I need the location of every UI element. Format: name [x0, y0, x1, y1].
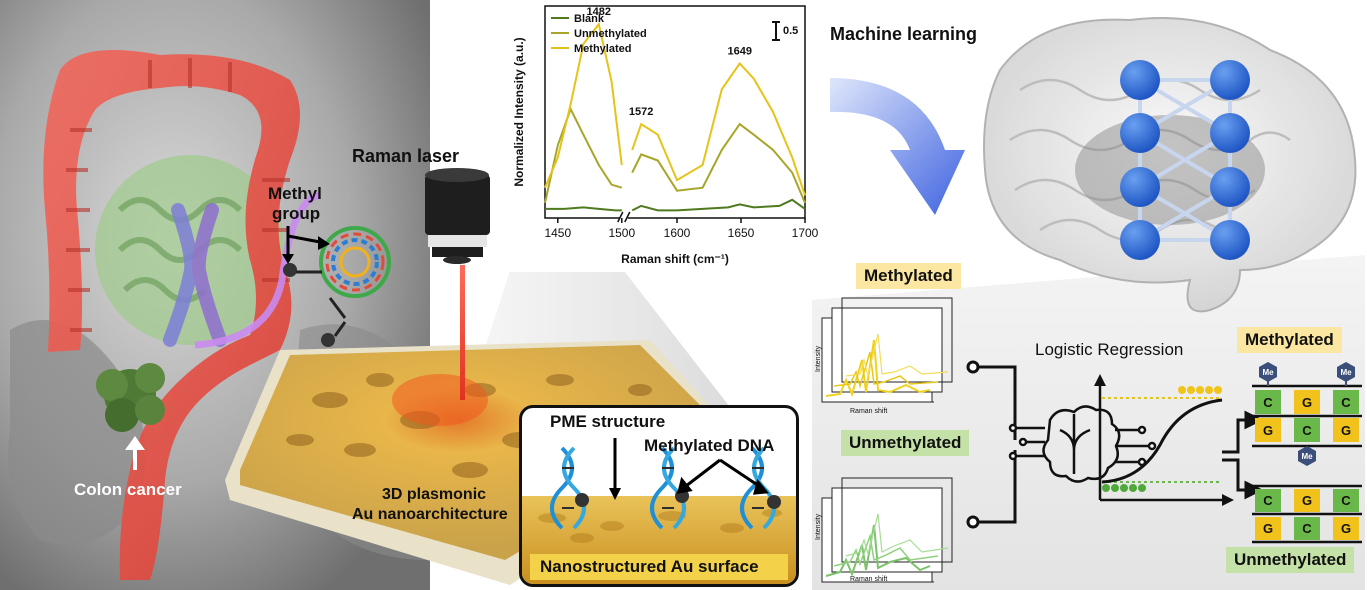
- axis-break-gap: [619, 212, 628, 224]
- methyl-group-label-line2: group: [272, 204, 321, 223]
- gold-slab: [240, 345, 725, 560]
- axis-break-mark: [617, 211, 624, 223]
- pme-inset-graphic: [522, 438, 796, 584]
- pme-arrow: [609, 438, 621, 500]
- y-axis-label: Normalized Intensity (a.u.): [512, 37, 526, 186]
- raman-spectrum-chart: 1450 1500 1600 1650 1700 1482 1572 1649 BlankUnm…: [505, 0, 830, 272]
- plasmonic-label-line1: 3D plasmonic: [382, 486, 487, 503]
- legend-entry: Unmethylated: [574, 28, 647, 40]
- u-base-bottom-1: G: [1263, 521, 1273, 536]
- ml-grey-panel: [812, 255, 1365, 590]
- methylated-tag-left: Methylated: [856, 263, 961, 289]
- u-base-bottom-3: G: [1341, 521, 1351, 536]
- series-line-unmethylated: [631, 122, 806, 204]
- ml-curved-arrow: [830, 78, 965, 215]
- x-tick-label: 1450: [544, 226, 571, 240]
- colon-cancer-arrow: [125, 436, 145, 470]
- machine-learning-panel: C G C G C G C G C G C G Me Me Me Raman s…: [812, 17, 1365, 590]
- base-bottom-1: G: [1263, 423, 1273, 438]
- u-base-top-3: C: [1341, 493, 1351, 508]
- methyl-ball-1: [575, 493, 589, 507]
- pme-structure-label: PME structure: [550, 412, 666, 431]
- laser-beam: [460, 265, 465, 400]
- raman-laser-label: Raman laser: [352, 146, 460, 166]
- methylated-strand-diagram: [1252, 362, 1362, 466]
- series-line-unmethylated: [544, 106, 623, 204]
- peak-label: 1482: [587, 6, 611, 18]
- pme-inset: PME structure Methylated DNA Nanostructu…: [519, 405, 799, 587]
- x-tick-label: 1500: [608, 226, 635, 240]
- methyl-pointer-arc: [194, 191, 321, 349]
- axis-break-mark: [624, 211, 631, 223]
- base-top-2: G: [1302, 395, 1312, 410]
- methyl-group-label-line1: Methyl: [268, 184, 322, 203]
- legend-entry: Methylated: [574, 43, 631, 55]
- methyl-ball-3: [767, 495, 781, 509]
- methylated-dna-label: Methylated DNA: [644, 436, 775, 455]
- dna-strand-1: [550, 446, 586, 530]
- series-line-methylated: [544, 21, 623, 189]
- machine-learning-label: Machine learning: [830, 24, 978, 44]
- au-surface-label: Nanostructured Au surface: [540, 557, 759, 576]
- unmethylated-tag-right: Unmethylated: [1226, 547, 1355, 573]
- mini-ylabel-1: Intensity: [815, 345, 822, 372]
- logistic-curve-plot: [1094, 374, 1234, 506]
- mini-xlabel-2: Raman shift: [850, 576, 887, 583]
- tumor-icon: [96, 363, 165, 432]
- series-line-blank: [631, 198, 806, 212]
- base-top-3: C: [1341, 395, 1351, 410]
- methylated-spectra-stack: [821, 297, 953, 403]
- x-axis-label: Raman shift (cm⁻¹): [621, 252, 729, 266]
- laser-hotspot: [392, 374, 488, 426]
- base-bottom-3: G: [1341, 423, 1351, 438]
- ai-brain-chip-icon: [1008, 405, 1157, 483]
- methyl-group-arrows: [282, 226, 330, 264]
- mini-xlabel-1: Raman shift: [850, 408, 887, 415]
- colon-cancer-label: Colon cancer: [74, 480, 182, 499]
- scale-bar-label: 0.5: [783, 25, 798, 37]
- mini-ylabel-2: Intensity: [815, 513, 822, 540]
- base-bottom-2: C: [1302, 423, 1312, 438]
- methylated-tag-right: Methylated: [1237, 327, 1342, 353]
- stack-connectors: [966, 360, 1017, 529]
- peak-label: 1572: [629, 106, 653, 118]
- neural-network-icon: [1120, 60, 1250, 260]
- unmethylated-strand-diagram: [1252, 484, 1362, 544]
- legend-entry: Blank: [574, 13, 605, 25]
- plasmonic-label-line2: Au nanoarchitecture: [352, 506, 508, 523]
- dna-strand-2: [650, 446, 686, 530]
- colon-shape: [43, 50, 301, 580]
- methylated-dna-arrows: [676, 458, 769, 495]
- plot-frame: [544, 5, 806, 219]
- me-badge-3: Me: [1301, 452, 1313, 461]
- chromosome-icon: [163, 203, 227, 347]
- u-base-top-1: C: [1263, 493, 1273, 508]
- me-badge-1: Me: [1262, 368, 1274, 377]
- unmethylated-spectra-stack: [821, 477, 953, 583]
- unmethylated-tag-left: Unmethylated: [841, 430, 970, 456]
- x-tick-label: 1700: [792, 226, 819, 240]
- raman-laser-icon: [425, 168, 490, 264]
- series-line-blank: [545, 206, 622, 212]
- base-top-1: C: [1263, 395, 1273, 410]
- series-line-methylated: [631, 61, 806, 196]
- dna-methyl-icon: [283, 226, 391, 347]
- u-base-bottom-2: C: [1302, 521, 1312, 536]
- colon-haustra: [66, 58, 290, 332]
- x-tick-label: 1600: [664, 226, 691, 240]
- peak-label: 1649: [727, 46, 751, 58]
- logistic-regression-label: Logistic Regression: [1035, 340, 1184, 359]
- x-tick-label: 1650: [728, 226, 755, 240]
- me-badge-2: Me: [1340, 368, 1352, 377]
- u-base-top-2: G: [1302, 493, 1312, 508]
